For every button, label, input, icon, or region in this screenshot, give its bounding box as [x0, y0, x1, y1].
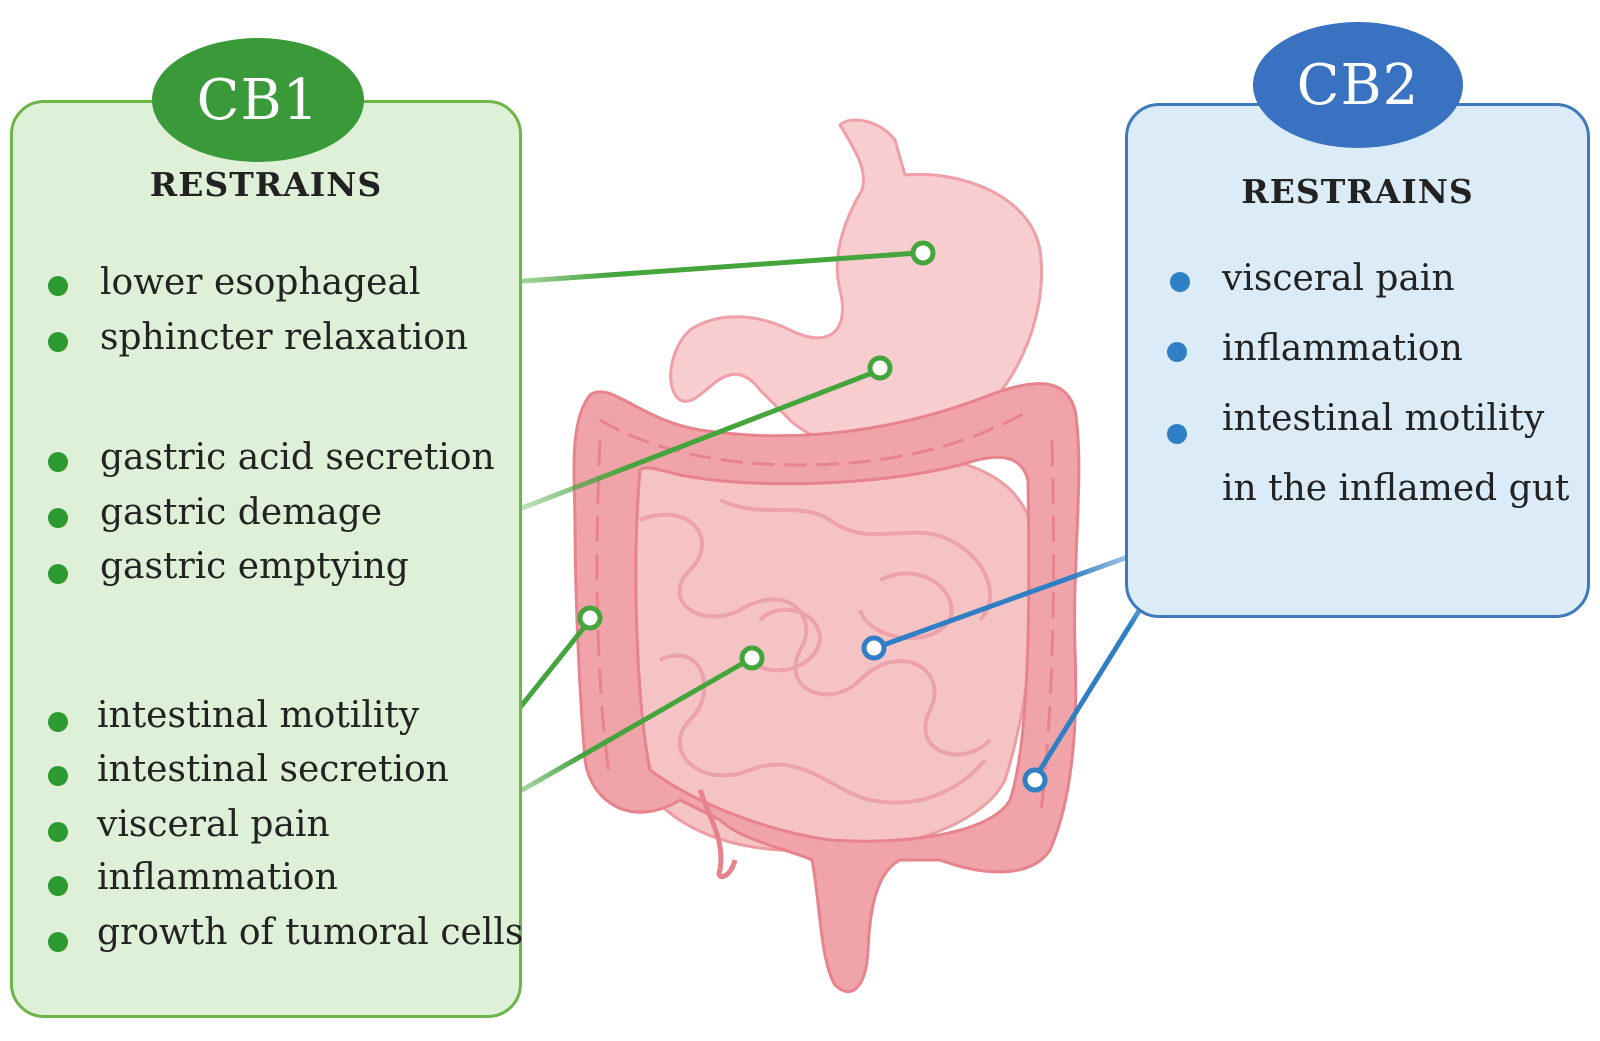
cb2-heading: RESTRAINS [1241, 172, 1474, 211]
cb1-marker-small-intestine [739, 645, 765, 671]
cb1-bullet [48, 932, 68, 952]
cb2-marker-small-intestine [861, 635, 887, 661]
cb1-bullet [48, 452, 68, 472]
cb1-bullet [48, 332, 68, 352]
cb1-item: growth of tumoral cells [97, 912, 524, 953]
cb2-item: inflammation [1222, 328, 1463, 369]
cb1-item: inflammation [97, 857, 338, 898]
cb1-bullet [48, 766, 68, 786]
cb1-item: lower esophageal [100, 262, 421, 303]
cb1-item: gastric demage [100, 492, 383, 533]
cb1-badge: CB1 [152, 38, 364, 162]
cb1-bullet [48, 564, 68, 584]
cb2-marker-colon [1022, 767, 1048, 793]
cb2-badge: CB2 [1253, 22, 1463, 148]
cb1-item: visceral pain [97, 804, 330, 845]
cb1-item: intestinal motility [97, 695, 420, 736]
cb1-panel [10, 100, 522, 1018]
cb1-bullet [48, 822, 68, 842]
cb1-marker-colon [577, 605, 603, 631]
cb2-bullet [1167, 342, 1187, 362]
cb2-item: intestinal motility [1222, 398, 1545, 439]
cb1-bullet [48, 276, 68, 296]
cb2-bullet [1170, 272, 1190, 292]
cb1-bullet [48, 508, 68, 528]
cb1-item: intestinal secretion [97, 749, 449, 790]
cb1-bullet [48, 876, 68, 896]
cb1-bullet [48, 712, 68, 732]
cb2-item: visceral pain [1222, 258, 1455, 299]
cb1-marker-stomach [867, 355, 893, 381]
stomach [669, 118, 1043, 450]
cb1-item: gastric acid secretion [100, 437, 495, 478]
cb1-item: sphincter relaxation [100, 317, 469, 358]
cb2-item: in the inflamed gut [1222, 468, 1570, 509]
cb2-bullet [1167, 424, 1187, 444]
cb2-panel [1125, 103, 1590, 618]
cb1-marker-esophagus [910, 240, 936, 266]
cb1-heading: RESTRAINS [149, 165, 383, 204]
small-intestine [608, 443, 1036, 854]
cb1-item: gastric emptying [100, 546, 409, 587]
